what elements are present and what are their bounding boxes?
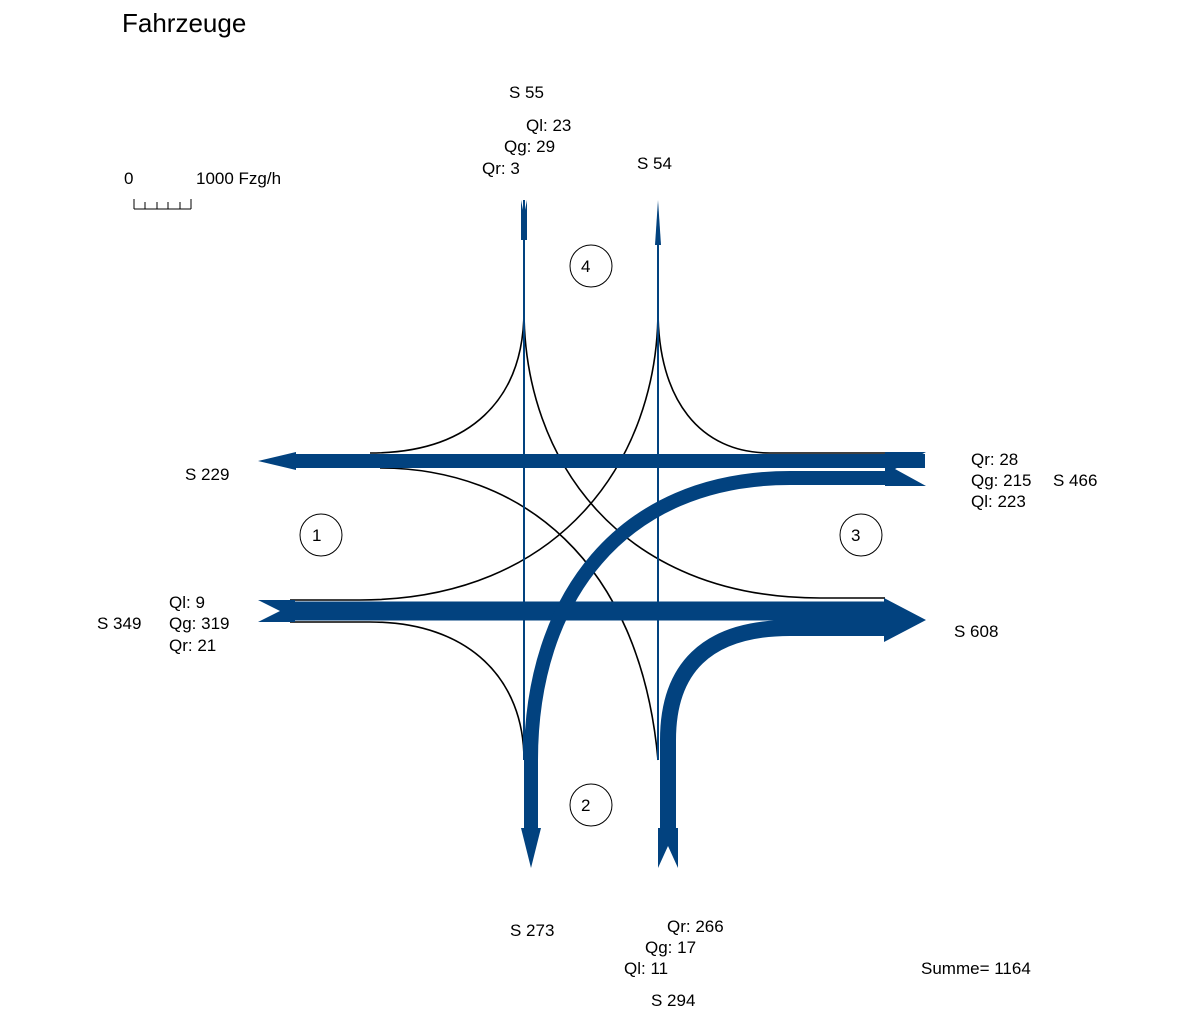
node-2-label: 2 [581, 796, 591, 815]
flow-west-right [290, 621, 525, 761]
tail-south-in [658, 828, 678, 868]
west-ql: Ql: 9 [169, 593, 205, 612]
tail-north-in [521, 200, 527, 240]
west-sum: S 349 [97, 614, 142, 633]
major-flows [285, 454, 925, 830]
flow-south-right [660, 620, 886, 830]
south-qg: Qg: 17 [645, 938, 697, 957]
south-sum: S 294 [651, 991, 696, 1010]
flow-west-left [290, 309, 659, 601]
arrow-east-out [884, 598, 926, 642]
total-sum: Summe= 1164 [921, 959, 1031, 978]
north-out: S 54 [637, 154, 672, 173]
tail-west-in [258, 600, 295, 622]
east-sum: S 466 [1053, 471, 1098, 490]
east-qg: Qg: 215 [971, 471, 1032, 490]
north-qr: Qr: 3 [482, 159, 520, 178]
node-4-label: 4 [581, 257, 591, 276]
flow-north-right [369, 309, 525, 454]
arrow-heads [258, 200, 926, 868]
south-qr: Qr: 266 [667, 917, 724, 936]
node-3-circle [839, 513, 883, 557]
arrow-south-out [521, 828, 541, 868]
tail-east-in [885, 452, 926, 486]
south-ql: Ql: 11 [624, 959, 669, 978]
north-ql: Ql: 23 [526, 116, 572, 135]
scale-bar [133, 199, 192, 210]
west-qr: Qr: 21 [169, 636, 217, 655]
node-1-circle [299, 513, 343, 557]
arrow-north-out [655, 200, 661, 245]
node-1-label: 1 [312, 526, 322, 545]
east-out: S 608 [954, 622, 999, 641]
south-out: S 273 [510, 921, 555, 940]
page-title: Fahrzeuge [122, 8, 247, 38]
flow-north-left [523, 309, 885, 599]
node-4-circle [569, 244, 613, 288]
flow-east-left [524, 471, 887, 830]
east-qr: Qr: 28 [971, 450, 1019, 469]
flow-east-right [657, 309, 885, 454]
flow-south-left [379, 467, 659, 761]
node-3-label: 3 [851, 526, 861, 545]
node-2-circle [569, 783, 613, 827]
north-sum: S 55 [509, 83, 544, 102]
scale-zero: 0 [124, 169, 134, 188]
north-qg: Qg: 29 [504, 137, 556, 156]
east-ql: Ql: 223 [971, 492, 1026, 511]
west-out: S 229 [185, 465, 230, 484]
west-qg: Qg: 319 [169, 614, 230, 633]
node-circles [299, 244, 883, 827]
arrow-west-out [258, 452, 296, 470]
scale-max: 1000 Fzg/h [196, 169, 282, 188]
